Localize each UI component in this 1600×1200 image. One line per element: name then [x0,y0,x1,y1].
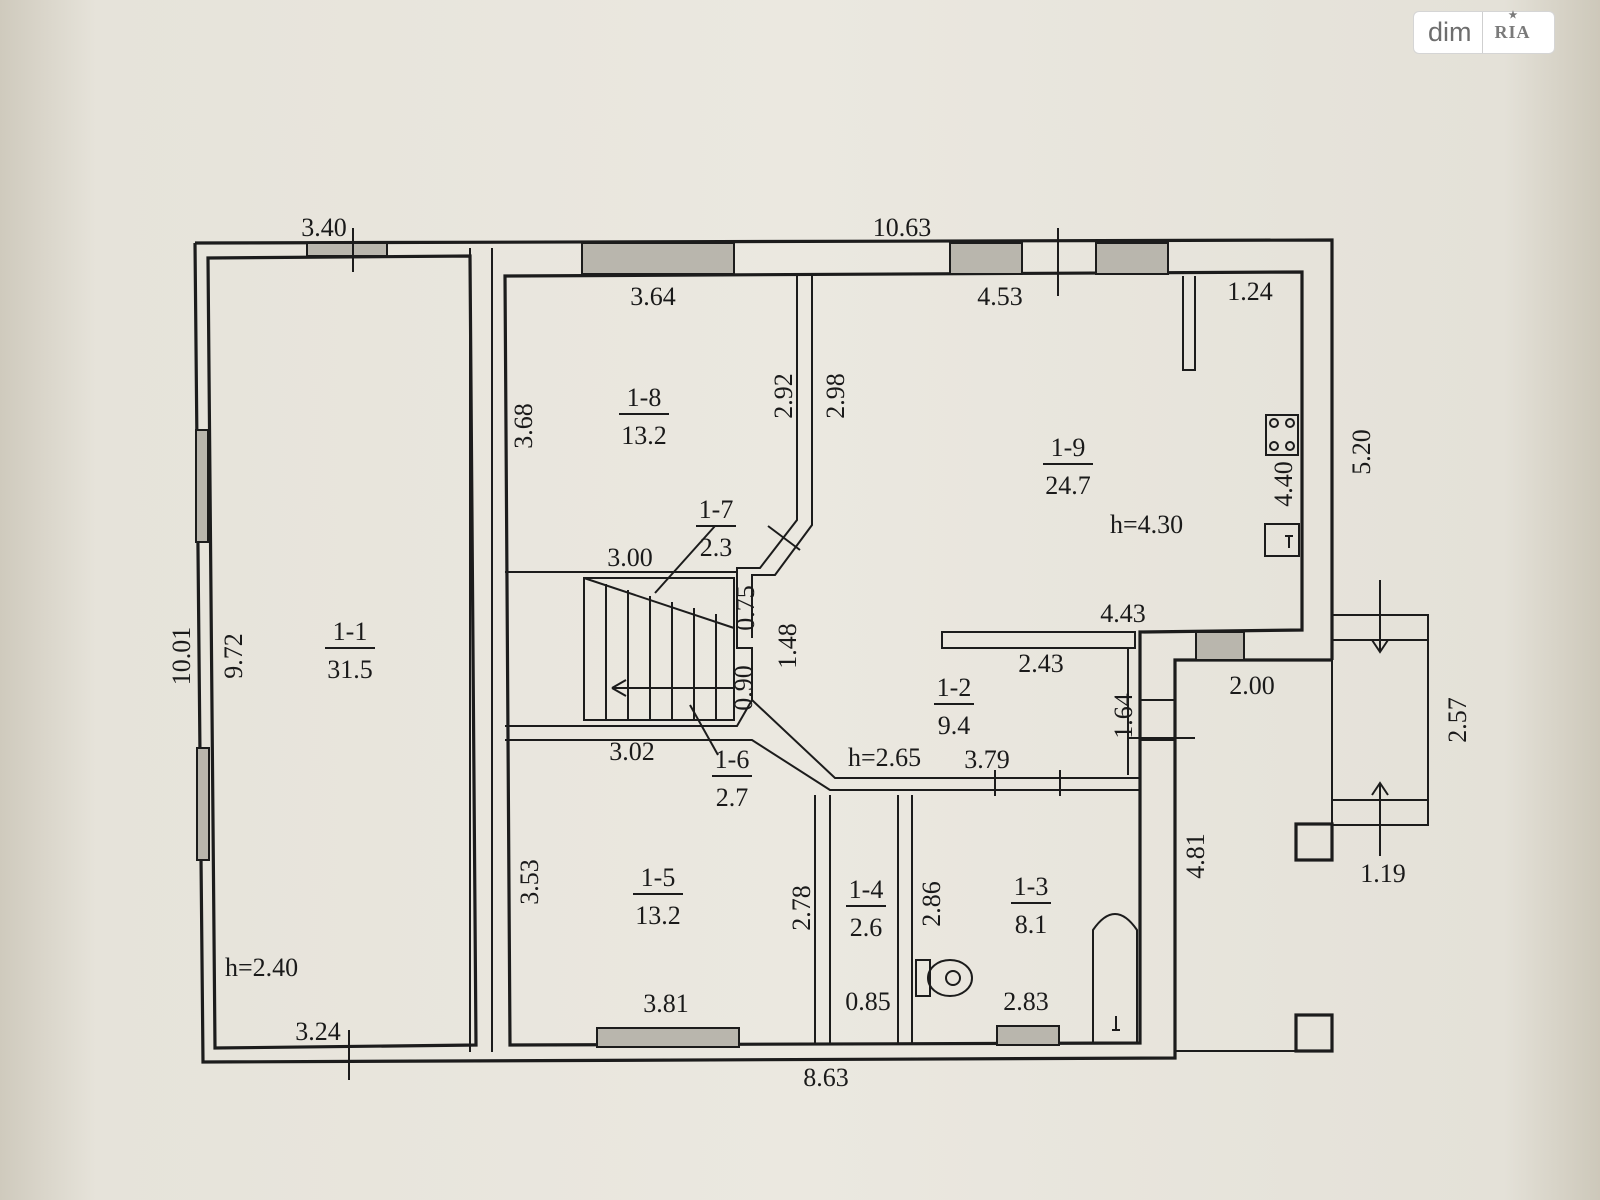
room-1-1-label: 1-1 31.5 [325,617,375,684]
watermark-brand-left: dim [1414,12,1483,53]
room-id: 1-9 [1051,433,1086,462]
dimension-label: 10.63 [873,213,932,242]
watermark-brand-right: RIA [1483,10,1531,43]
dimension-label: 1.48 [773,623,802,669]
room-1-8-label: 1-8 13.2 [619,383,669,450]
dimension-label: 8.63 [803,1063,849,1092]
dimension-label: 3.40 [301,213,347,242]
dimension-label: 2.78 [787,885,816,931]
dimension-label: 2.86 [917,881,946,927]
room-area: 24.7 [1045,471,1091,500]
dimension-label: 2.57 [1443,697,1472,743]
room-1-9-label: 1-9 24.7 [1043,433,1093,500]
room-id: 1-3 [1014,872,1049,901]
room-area: 13.2 [621,421,667,450]
room-area: 31.5 [327,655,373,684]
dimension-label: 9.72 [219,633,248,679]
room-id: 1-4 [849,875,884,904]
dimension-label: 2.83 [1003,987,1049,1016]
room-1-3-label: 1-3 8.1 [1011,872,1051,939]
room-area: 9.4 [938,711,971,740]
room-id: 1-8 [627,383,662,412]
windows [195,242,1245,1048]
outer-walls [193,238,1334,1064]
dimension-label: 2.92 [769,373,798,419]
dimension-label: 3.81 [643,989,689,1018]
staircase [583,525,735,756]
room-1-6-label: 1-6 2.7 [712,745,752,812]
dimension-ticks [348,228,1195,1080]
room-area: 2.3 [700,533,733,562]
interior-partitions [505,276,1196,1045]
dimension-label: 10.01 [167,627,196,686]
dimension-label: 4.43 [1100,599,1146,628]
dimension-label: 4.53 [977,282,1023,311]
dimension-label: 5.20 [1347,429,1376,475]
room-id: 1-1 [333,617,368,646]
dimension-label: 3.53 [515,859,544,905]
porch [1175,580,1429,1053]
dimension-label: 3.02 [609,737,655,766]
dimension-label: 3.24 [295,1017,341,1046]
dimension-label: 0.85 [845,987,891,1016]
dimension-label: 0.75 [731,585,760,631]
dimension-label: 0.90 [729,665,758,711]
dimension-label: 2.98 [821,373,850,419]
dimension-label: 3.00 [607,543,653,572]
room-id: 1-6 [715,745,750,774]
room-id: 1-5 [641,863,676,892]
height-label: h=2.40 [225,953,298,982]
height-label: h=2.65 [848,743,921,772]
room-1-2-label: 1-2 9.4 [934,673,974,740]
dimension-label: 1.24 [1227,277,1273,306]
dimension-label: 4.40 [1269,461,1298,507]
dimension-label: 1.64 [1109,693,1138,739]
room-area: 8.1 [1015,910,1048,939]
dimension-label: 3.68 [509,403,538,449]
room-id: 1-2 [937,673,972,702]
height-label: h=4.30 [1110,510,1183,539]
room-1-7-label: 1-7 2.3 [696,495,736,562]
room-area: 2.6 [850,913,883,942]
dimria-watermark: dim RIA [1413,10,1555,54]
dimension-label: 3.64 [630,282,676,311]
room-area: 2.7 [716,783,749,812]
dimension-label: 2.43 [1018,649,1064,678]
dimension-label: 2.00 [1229,671,1275,700]
fixtures [915,414,1300,1043]
dimension-label: 4.81 [1181,833,1210,879]
room-id: 1-7 [699,495,734,524]
room-area: 13.2 [635,901,681,930]
room-1-5-label: 1-5 13.2 [633,863,683,930]
room-1-4-label: 1-4 2.6 [846,875,886,942]
dimension-label: 3.79 [964,745,1010,774]
dimension-label: 1.19 [1360,859,1406,888]
